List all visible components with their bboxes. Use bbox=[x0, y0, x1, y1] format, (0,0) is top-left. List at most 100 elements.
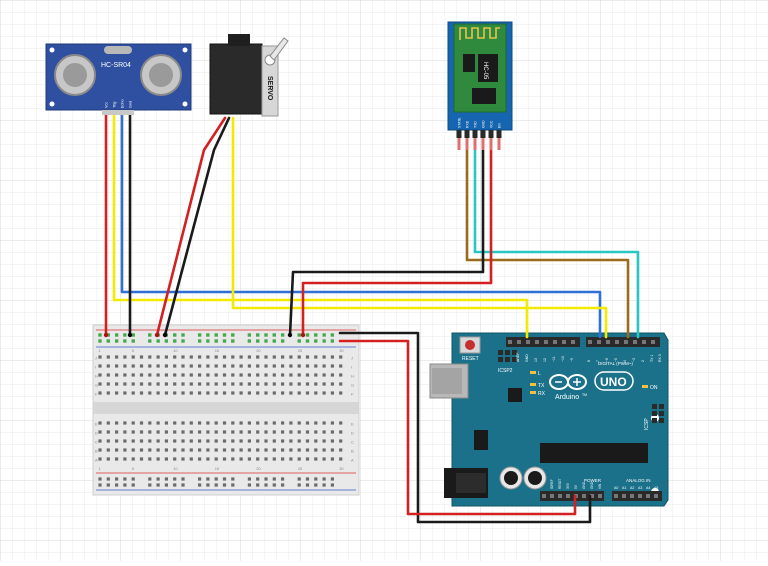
breadboard-hole bbox=[247, 391, 251, 395]
breadboard-hole-active bbox=[214, 333, 218, 337]
power-pin-label: GND bbox=[582, 481, 586, 489]
breadboard-hole bbox=[198, 364, 202, 368]
breadboard-hole bbox=[322, 391, 326, 395]
logo-loop-right bbox=[567, 374, 587, 390]
breadboard-hole-active bbox=[247, 339, 251, 343]
breadboard-hole bbox=[115, 483, 119, 487]
breadboard-hole-active bbox=[231, 333, 235, 337]
arduino-uno: RESET ICSP2 L TX RX ON UNO Arduino TM IC… bbox=[429, 332, 669, 507]
breadboard-hole bbox=[322, 457, 326, 461]
breadboard-hole bbox=[189, 457, 193, 461]
header-pin-hole bbox=[544, 340, 548, 344]
breadboard-hole bbox=[339, 421, 343, 425]
sensor-hole-3 bbox=[49, 101, 55, 107]
breadboard-hole bbox=[123, 477, 127, 481]
breadboard-hole bbox=[206, 364, 210, 368]
breadboard-hole-active bbox=[214, 339, 218, 343]
breadboard-hole bbox=[123, 439, 127, 443]
breadboard-hole bbox=[314, 448, 318, 452]
icsp-label: ICSP bbox=[644, 418, 650, 430]
breadboard-hole bbox=[289, 382, 293, 386]
power-pin-label: 3V3 bbox=[566, 483, 570, 489]
breadboard-hole bbox=[305, 421, 310, 425]
breadboard-hole bbox=[314, 439, 318, 443]
breadboard-hole bbox=[206, 421, 210, 425]
breadboard-hole bbox=[181, 373, 185, 377]
analog-pin-label: A3 bbox=[638, 486, 642, 490]
breadboard-hole bbox=[247, 373, 251, 377]
breadboard-hole bbox=[272, 457, 276, 461]
transducer-left-inner bbox=[63, 63, 87, 87]
breadboard-hole-active bbox=[330, 333, 334, 337]
digital-pin-label: ~6 bbox=[605, 358, 609, 362]
breadboard-hole bbox=[181, 421, 185, 425]
breadboard-hole-active bbox=[305, 339, 310, 343]
icsp-pin bbox=[652, 411, 657, 416]
breadboard-hole-active bbox=[281, 333, 285, 337]
digital-pin-label: GND bbox=[525, 354, 529, 362]
breadboard-hole bbox=[289, 439, 293, 443]
breadboard-hole bbox=[222, 483, 227, 487]
breadboard-hole bbox=[239, 373, 243, 377]
breadboard-hole-active bbox=[256, 339, 260, 343]
breadboard-hole bbox=[181, 391, 185, 395]
breadboard-hole bbox=[297, 483, 301, 487]
breadboard-hole-active bbox=[322, 339, 326, 343]
breadboard-hole bbox=[206, 391, 210, 395]
breadboard-hole bbox=[214, 448, 218, 452]
breadboard-hole bbox=[139, 430, 144, 434]
breadboard-hole bbox=[164, 373, 168, 377]
breadboard-hole bbox=[239, 421, 243, 425]
breadboard-hole-active bbox=[181, 339, 185, 343]
breadboard-hole bbox=[339, 457, 343, 461]
breadboard-column-number: 20 bbox=[256, 348, 261, 353]
breadboard-hole bbox=[231, 430, 235, 434]
breadboard-hole bbox=[289, 457, 293, 461]
breadboard-hole bbox=[322, 364, 326, 368]
analog-pin-hole bbox=[614, 494, 618, 498]
usb-chip bbox=[508, 388, 522, 402]
breadboard-hole bbox=[264, 430, 268, 434]
breadboard-hole bbox=[148, 430, 152, 434]
transducer-right-inner bbox=[149, 63, 173, 87]
breadboard-column-number: 25 bbox=[298, 466, 303, 471]
breadboard-hole bbox=[206, 373, 210, 377]
breadboard-hole bbox=[322, 373, 326, 377]
breadboard-hole-active bbox=[198, 339, 202, 343]
breadboard-row-letter: G bbox=[95, 383, 98, 388]
breadboard-hole bbox=[139, 439, 144, 443]
breadboard-hole bbox=[314, 382, 318, 386]
breadboard-hole bbox=[173, 373, 177, 377]
breadboard-hole bbox=[164, 391, 168, 395]
breadboard-hole bbox=[156, 439, 160, 443]
breadboard-hole bbox=[247, 430, 251, 434]
icsp2-pin bbox=[505, 357, 510, 362]
led-l bbox=[530, 371, 536, 374]
breadboard-hole bbox=[164, 439, 168, 443]
breadboard-hole bbox=[189, 382, 193, 386]
breadboard-hole bbox=[339, 391, 343, 395]
breadboard-hole bbox=[106, 457, 110, 461]
breadboard-hole bbox=[106, 391, 110, 395]
breadboard-hole bbox=[239, 382, 243, 386]
led-l-label: L bbox=[538, 371, 541, 377]
breadboard-hole bbox=[148, 448, 152, 452]
breadboard-hole bbox=[123, 483, 127, 487]
header-pin-hole bbox=[597, 340, 601, 344]
analog-pin-hole bbox=[630, 494, 634, 498]
breadboard-hole bbox=[339, 448, 343, 452]
power-pin-label: VIN bbox=[598, 483, 602, 489]
breadboard-hole bbox=[231, 355, 235, 359]
breadboard-hole bbox=[206, 483, 210, 487]
arduino-tm: TM bbox=[582, 393, 587, 397]
breadboard-hole bbox=[264, 355, 268, 359]
breadboard-hole bbox=[247, 421, 251, 425]
breadboard-hole bbox=[106, 373, 110, 377]
bluetooth-pin-lead bbox=[489, 138, 493, 150]
breadboard-hole bbox=[131, 364, 135, 368]
breadboard-hole-active bbox=[222, 339, 227, 343]
breadboard-hole bbox=[247, 382, 251, 386]
breadboard-column-number: 1 bbox=[99, 466, 102, 471]
